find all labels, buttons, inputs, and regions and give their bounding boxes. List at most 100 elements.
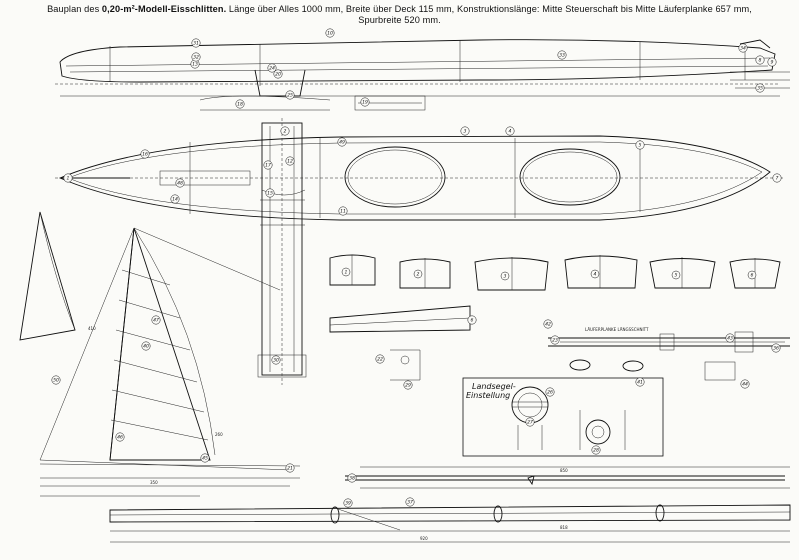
part-number: 18 [237,102,243,108]
part-circle [505,126,515,136]
part-callout-32: 32 [191,52,201,62]
part-number: 9 [771,60,774,66]
part-callout-30: 30 [271,355,281,365]
part-number: 50 [53,378,59,384]
section-number: 5 [675,273,678,279]
part-callout-23: 23 [550,335,560,345]
part-callout-29: 29 [403,380,413,390]
part-callout-24: 24 [267,63,277,73]
part-number: 15 [267,191,273,197]
part-number: 21 [287,466,293,472]
part-circle [525,417,535,427]
part-circle [591,445,601,455]
part-number: 2 [284,129,287,135]
part-callout-20: 20 [273,69,283,79]
drawing-title: Bauplan des 0,20-m²-Modell-Eisschlitten.… [0,4,799,26]
part-callout-27: 27 [525,417,535,427]
part-callout-36: 36 [771,343,781,353]
part-circle [543,319,553,329]
part-circle [725,333,735,343]
part-circle [63,173,73,183]
part-circle [467,315,477,325]
dim-350: 350 [150,480,158,485]
part-circle [405,497,415,507]
part-callout-19: 19 [360,97,370,107]
part-number: 49 [339,140,345,146]
part-number: 37 [407,500,413,506]
part-circle [191,52,201,62]
dim-260: 260 [215,432,223,437]
section-callout-2: 2 [413,269,423,279]
section-circle [747,270,757,280]
part-circle [285,156,295,166]
part-circle [285,463,295,473]
landsegel-box [462,377,664,457]
part-callout-16: 16 [140,149,150,159]
part-number: 12 [287,159,293,165]
section-number: 1 [345,270,348,276]
small-parts [390,349,736,381]
part-callout-12: 12 [285,156,295,166]
part-number: 45 [202,456,208,462]
part-circle [375,354,385,364]
part-callout-49: 49 [337,137,347,147]
part-circle [772,173,782,183]
part-circle [545,387,555,397]
part-callout-46: 46 [115,432,125,442]
part-number: 24 [269,66,275,72]
part-circle [140,149,150,159]
part-callout-5: 5 [635,140,645,150]
dim-920: 920 [420,536,428,541]
part-callout-50: 50 [51,375,61,385]
part-circle [175,178,185,188]
part-circle [360,97,370,107]
part-circle [740,379,750,389]
part-callout-18: 18 [235,99,245,109]
part-callout-7: 7 [772,173,782,183]
part-circle [635,140,645,150]
part-callout-45: 45 [200,453,210,463]
title-line1-pre: Bauplan des [47,4,102,14]
dim-850: 850 [560,468,568,473]
part-number: 28 [593,448,599,454]
part-number: 26 [547,390,553,396]
small-sail [19,211,76,341]
part-number: 19 [362,100,368,106]
part-circle [141,341,151,351]
part-number: 47 [153,318,159,324]
part-callout-14: 14 [170,194,180,204]
runner-plank-section [548,331,790,353]
part-callout-35: 35 [755,83,765,93]
part-circle [635,377,645,387]
part-circle [403,380,413,390]
part-callout-11: 11 [338,206,348,216]
part-number: 36 [773,346,779,352]
part-callout-47: 47 [151,315,161,325]
part-callout-1: 1 [63,173,73,183]
part-number: 29 [405,383,411,389]
section-circle [413,269,423,279]
section-callout-5: 5 [671,270,681,280]
part-number: 46 [117,435,123,441]
title-line2: Spurbreite 520 mm. [358,15,441,25]
part-circle [265,188,275,198]
part-number: 44 [742,382,748,388]
part-number: 30 [273,358,279,364]
section-number: 2 [417,272,420,278]
part-number: 7 [776,176,779,182]
lower-spars [109,466,791,543]
sail-plan [39,227,301,497]
part-callout-3: 3 [460,126,470,136]
part-callout-15: 15 [265,188,275,198]
hull-side-view [55,39,790,111]
part-callout-21: 21 [285,463,295,473]
part-number: 34 [740,46,746,52]
part-number: 35 [757,86,763,92]
part-number: 43 [727,336,733,342]
section-number: 3 [504,274,507,280]
part-circle [273,69,283,79]
part-circle [280,126,290,136]
part-callout-8: 8 [755,55,765,65]
title-line1-post: Länge über Alles 1000 mm, Breite über De… [226,4,752,14]
part-circle [771,343,781,353]
